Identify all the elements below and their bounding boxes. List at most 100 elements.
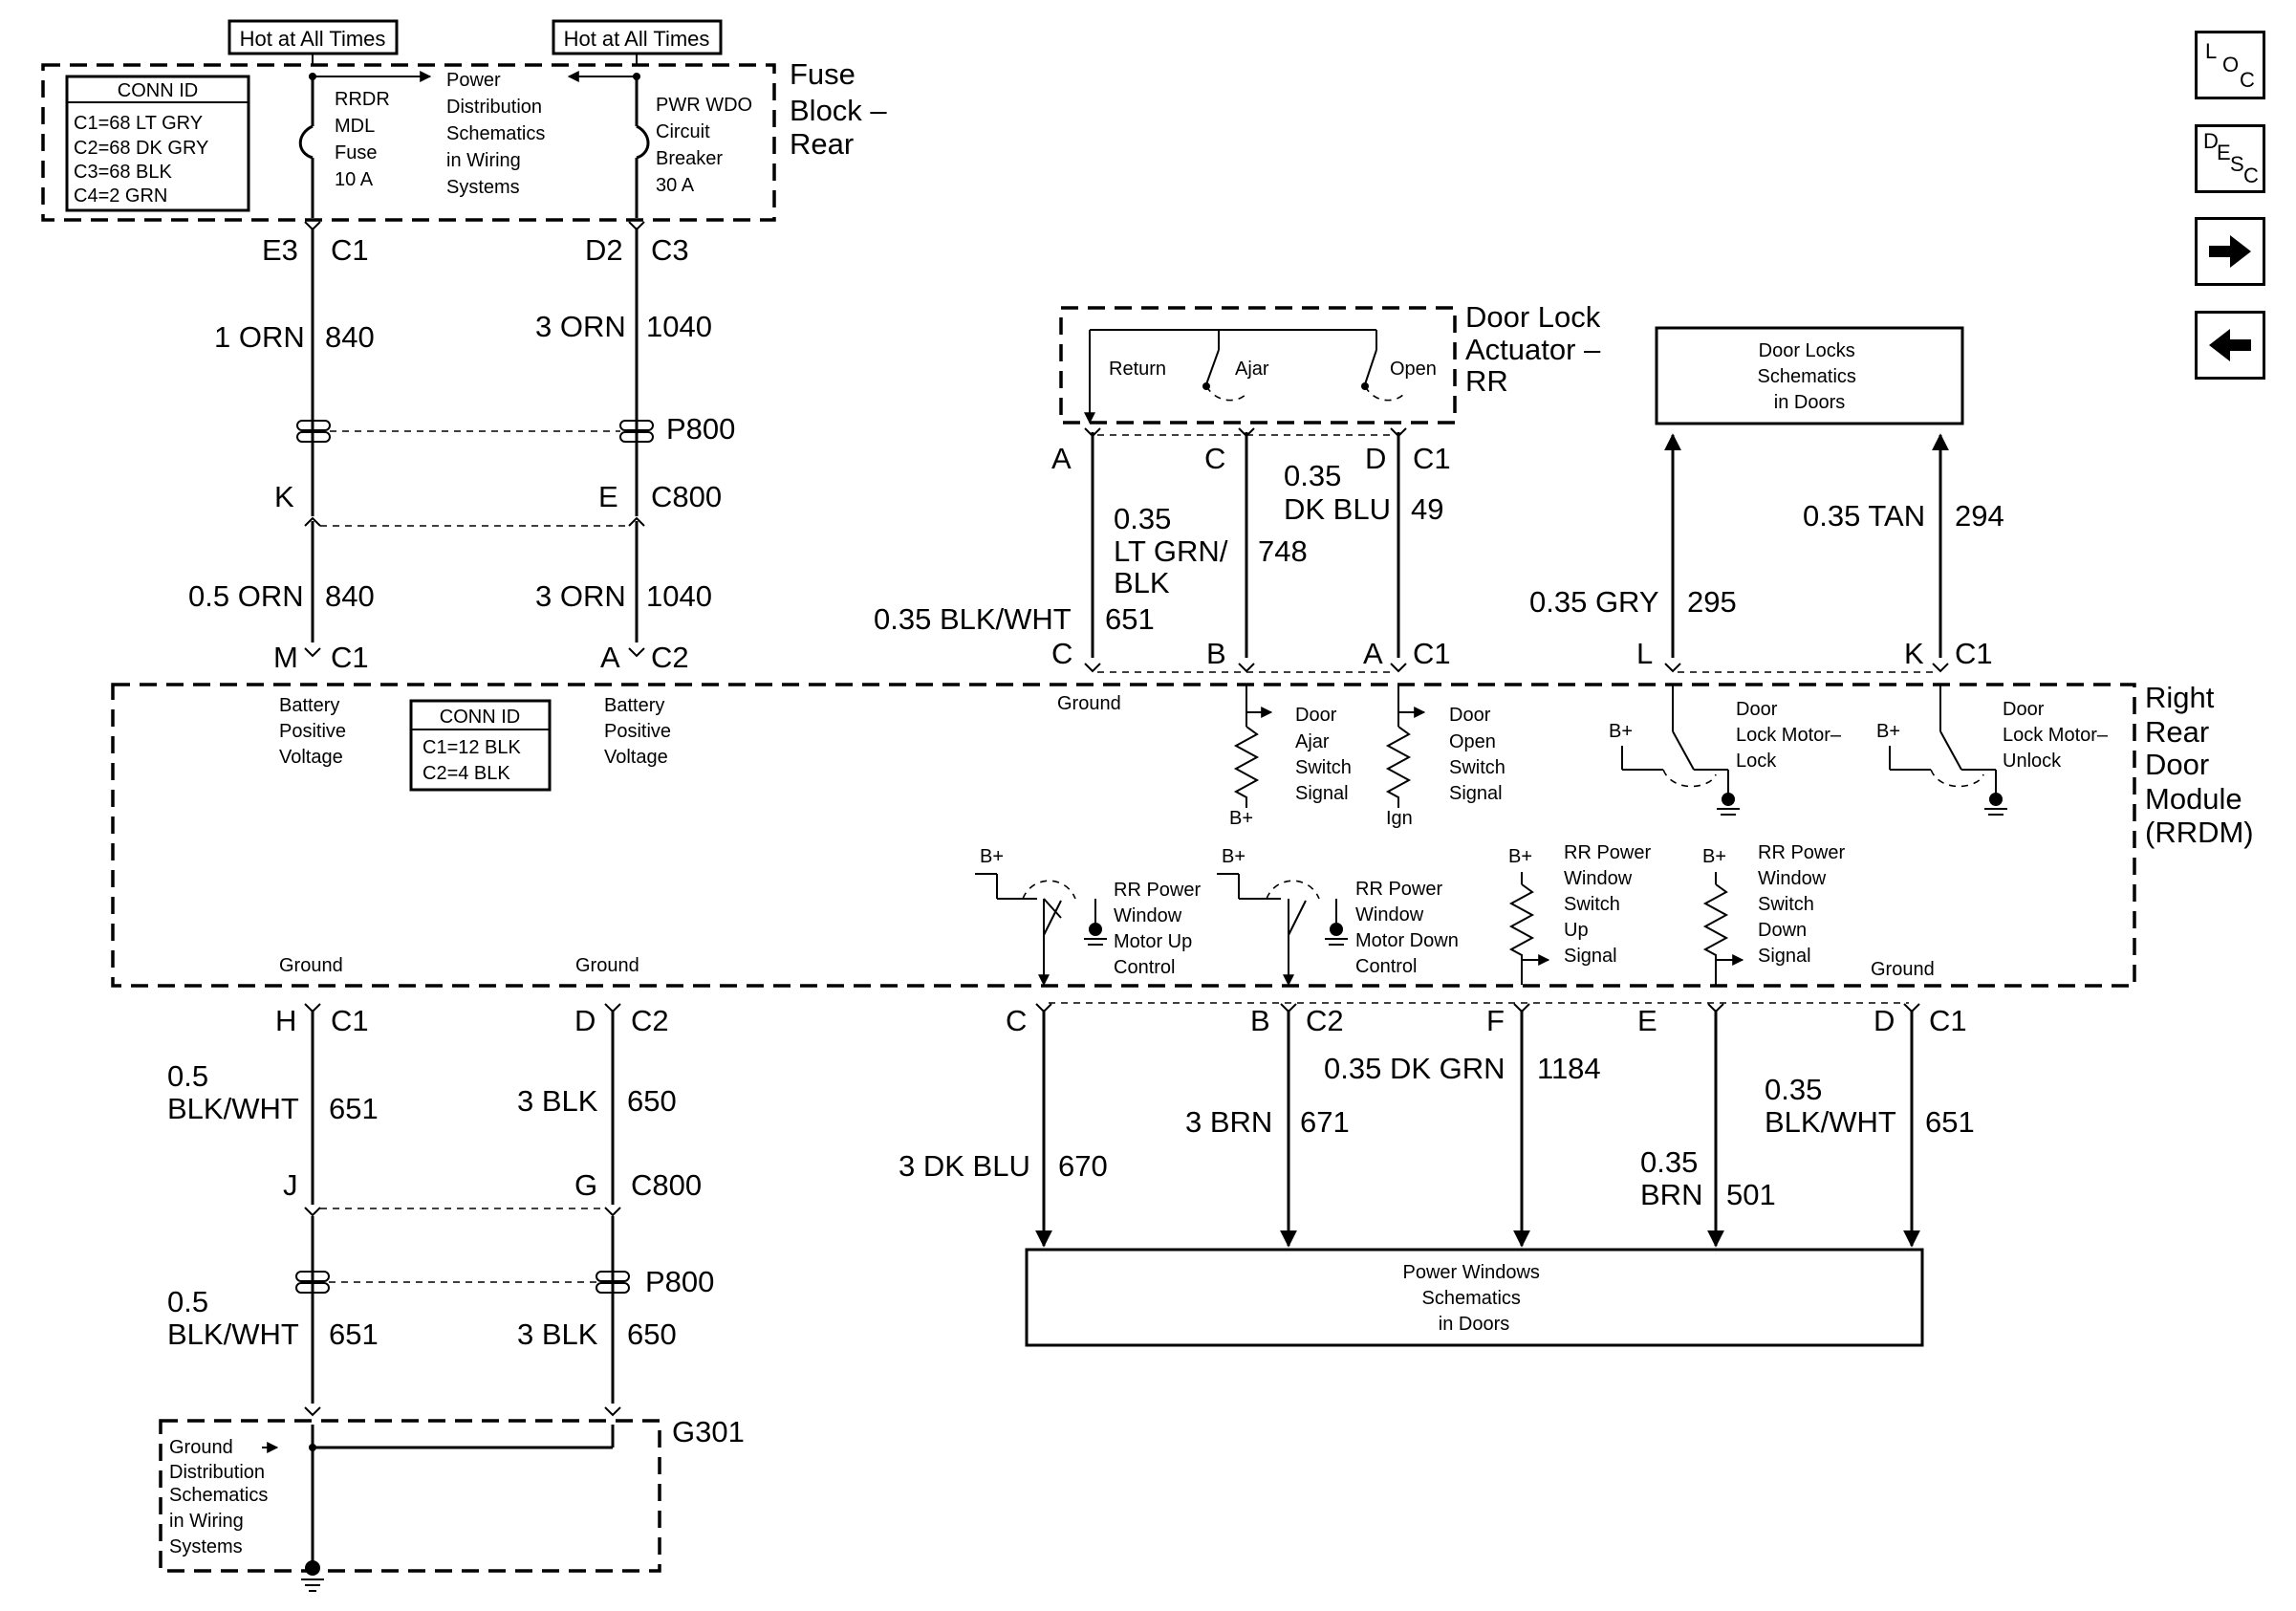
svg-text:P800: P800 [666, 412, 735, 446]
door-ajar-switch-signal: B+ Door Ajar Switch Signal [1229, 685, 1356, 829]
svg-text:Ign: Ign [1386, 808, 1413, 829]
rr-power-window-switch-down-signal: B+ RR Power Window Switch Down Signal [1702, 842, 1845, 985]
svg-text:0.35 BRN: 0.35 BRN [1640, 1145, 1706, 1211]
wire-748: C 0.35 LT GRN/ BLK 748 B [1114, 427, 1308, 672]
svg-text:0.35 BLK/WHT: 0.35 BLK/WHT [1765, 1073, 1896, 1139]
wire-294: 0.35 TAN 294 K C1 [1803, 433, 2004, 672]
svg-text:C2: C2 [1306, 1004, 1344, 1037]
svg-text:C1: C1 [1929, 1004, 1967, 1037]
svg-text:0.35 LT GRN/ BLK: 0.35 LT GRN/ BLK [1114, 502, 1236, 599]
door-locks-schematics: Door Locks Schematics in Doors [1655, 326, 1964, 425]
svg-text:D: D [574, 1004, 596, 1037]
svg-text:B+: B+ [1229, 808, 1253, 829]
svg-text:1040: 1040 [646, 310, 712, 343]
svg-text:C1=12 BLK C2=4 BLK: C1=12 BLK C2=4 BLK [422, 737, 526, 784]
svg-text:0.5 BLK/WHT: 0.5 BLK/WHT [167, 1059, 299, 1125]
power-distribution-label: Power Distribution Schematics in Wiring … [446, 70, 551, 198]
door-lock-motor-unlock: B+ Door Lock Motor– Unlock [1876, 685, 2109, 816]
c800-top [304, 516, 645, 527]
p800-bottom: P800 [295, 1265, 714, 1298]
wire-1184: F 0.35 DK GRN 1184 [1324, 1003, 1601, 1248]
svg-text:0.35 BLK/WHT: 0.35 BLK/WHT [874, 602, 1072, 636]
svg-text:G: G [574, 1168, 597, 1202]
hot-at-all-times-left: Hot at All Times [227, 19, 399, 65]
rr-power-window-switch-up-signal: B+ RR Power Window Switch Up Signal [1508, 842, 1657, 985]
p800-top: P800 [296, 412, 735, 446]
svg-text:C800: C800 [631, 1168, 702, 1202]
svg-text:A: A [1363, 637, 1383, 670]
svg-text:295: 295 [1687, 585, 1737, 619]
svg-text:C1: C1 [331, 233, 369, 267]
svg-text:D2: D2 [585, 233, 623, 267]
g301-ground: G301 Ground Distribution Schematics in W… [159, 1406, 745, 1592]
wire-650: D C2 3 BLK 650 G C800 3 BLK 650 [517, 1003, 702, 1404]
svg-text:A: A [1051, 442, 1072, 475]
wire-501: E 0.35 BRN 501 [1637, 1003, 1776, 1248]
wire-651-right: D C1 0.35 BLK/WHT 651 [1765, 1003, 1975, 1248]
door-lock-actuator: Door Lock Actuator – RR Return Ajar Open [1059, 300, 1601, 425]
svg-text:C: C [1051, 637, 1072, 670]
svg-text:3 DK BLU: 3 DK BLU [899, 1149, 1030, 1183]
wire-670: C 3 DK BLU 670 [899, 1003, 1108, 1248]
svg-text:651: 651 [1925, 1105, 1975, 1139]
wire-295: 0.35 GRY 295 L [1529, 433, 1737, 672]
power-windows-schematics: Power Windows Schematics in Doors [1025, 1248, 1924, 1347]
svg-text:C3: C3 [651, 233, 689, 267]
svg-text:C1: C1 [1955, 637, 1993, 670]
loc-letter-c: C [2240, 68, 2255, 92]
rr-power-window-motor-down-control: B+ RR Power Window Motor Down Control [1217, 846, 1459, 987]
svg-text:501: 501 [1726, 1178, 1776, 1211]
svg-text:B+: B+ [1876, 721, 1900, 742]
svg-text:B+: B+ [1609, 721, 1633, 742]
svg-text:B: B [1250, 1004, 1270, 1037]
svg-text:H: H [275, 1004, 296, 1037]
svg-text:M: M [273, 641, 298, 674]
svg-text:Door Ajar Switch: Door Ajar Switch Signal [1295, 705, 1356, 804]
conn-id-top: CONN ID C1=68 LT GRY C2=68 DK GRY C3=68 … [65, 75, 250, 212]
svg-text:CONN ID: CONN ID [118, 80, 198, 101]
svg-text:E: E [598, 480, 618, 513]
right-arrow-icon [2209, 235, 2251, 268]
ground-label-1: Ground [279, 955, 343, 976]
battery-label-1: Battery Positive Voltage [279, 695, 352, 768]
svg-text:CONN ID: CONN ID [440, 707, 520, 728]
svg-text:E3: E3 [262, 233, 298, 267]
svg-text:J: J [283, 1168, 298, 1202]
svg-text:49: 49 [1411, 492, 1443, 526]
svg-text:RR Power Window Sw: RR Power Window Switch Up Signal [1564, 842, 1657, 967]
wire-651-bottom: H C1 0.5 BLK/WHT 651 J 0.5 BLK/WHT 651 [167, 1003, 379, 1404]
svg-text:B+: B+ [1508, 846, 1532, 867]
svg-text:0.35 TAN: 0.35 TAN [1803, 499, 1925, 533]
wire-651-top: A 0.35 BLK/WHT 651 C Ground [874, 427, 1155, 714]
svg-text:K: K [1904, 637, 1924, 670]
svg-text:651: 651 [1105, 602, 1155, 636]
svg-text:C1: C1 [1413, 442, 1451, 475]
next-button[interactable] [2195, 217, 2265, 286]
svg-text:Ground: Ground [1057, 693, 1121, 714]
svg-text:294: 294 [1955, 499, 2004, 533]
svg-text:C1: C1 [1413, 637, 1451, 670]
wire-671: B C2 3 BRN 671 [1185, 1003, 1350, 1248]
desc-button[interactable]: D E S C [2195, 124, 2265, 193]
svg-text:C1: C1 [331, 641, 369, 674]
svg-text:1040: 1040 [646, 579, 712, 613]
svg-text:L: L [1636, 637, 1653, 670]
rr-power-window-motor-up-control: B+ RR Power Window Motor Up Control [975, 846, 1201, 987]
loc-button[interactable]: L O C [2195, 31, 2265, 99]
wire-840: E3 C1 1 ORN 840 K 0.5 ORN 840 M C1 [188, 221, 375, 674]
svg-text:0.35 DK GRN: 0.35 DK GRN [1324, 1052, 1505, 1085]
desc-letter-c: C [2243, 163, 2259, 187]
svg-text:1 ORN: 1 ORN [214, 320, 305, 354]
svg-text:670: 670 [1058, 1149, 1108, 1183]
svg-text:3 ORN: 3 ORN [535, 310, 626, 343]
svg-text:651: 651 [329, 1317, 379, 1351]
svg-text:3 ORN: 3 ORN [535, 579, 626, 613]
prev-button[interactable] [2195, 311, 2265, 380]
svg-text:G301: G301 [672, 1415, 745, 1448]
svg-text:3 BLK: 3 BLK [517, 1317, 598, 1351]
svg-text:0.35 GRY: 0.35 GRY [1529, 585, 1659, 619]
rrdr-mdl-fuse: RRDR MDL Fuse 10 A [298, 76, 390, 218]
loc-letter-o: O [2222, 53, 2240, 76]
svg-text:C: C [1204, 442, 1225, 475]
